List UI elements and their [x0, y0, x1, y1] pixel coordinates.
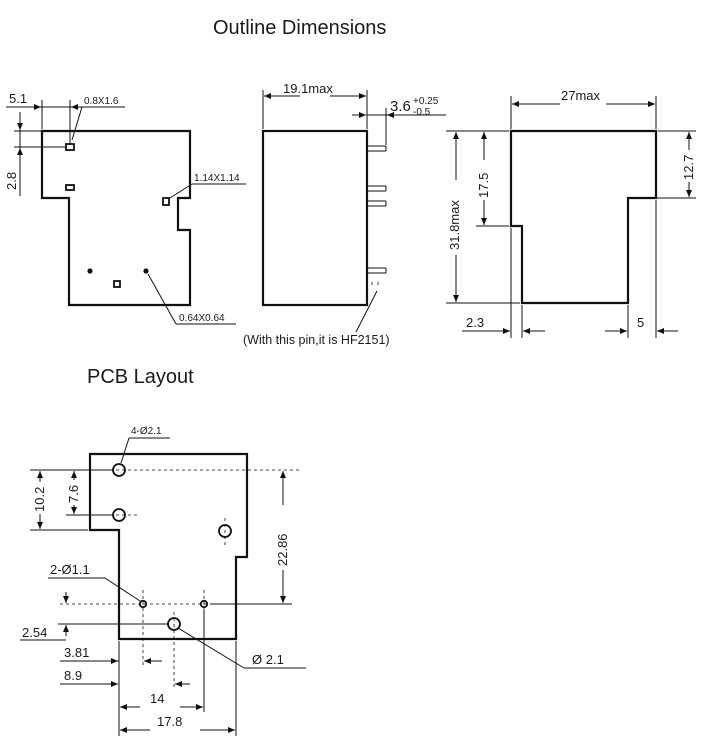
dim-label-holes-2: 2-Ø1.1	[50, 562, 90, 577]
pcb-outline	[88, 452, 249, 641]
leader-line	[177, 627, 245, 669]
dim-label-3-6-tol-plus: +0.25	[413, 96, 439, 107]
dim-label-12-7: 12.7	[681, 155, 696, 180]
dim-label-19-1max: 19.1max	[283, 81, 333, 96]
dim-label-5-1: 5.1	[9, 91, 27, 106]
leader-line	[71, 106, 83, 141]
front-pin-square	[65, 143, 75, 151]
pcb-layout-view: 4-Ø2.1 10.2 7.6 22.86 2-Ø1.1 2.54	[20, 426, 306, 736]
dim-label-3-6-tol-minus: -0.5	[413, 107, 431, 118]
dim-label-22-86: 22.86	[275, 533, 290, 566]
dim-label-3-81: 3.81	[64, 645, 89, 660]
dim-label-pin-square: 0.8X1.6	[84, 96, 119, 107]
front-view: 5.1 0.8X1.6 2.8 1.14X1.14 0.64X0.64	[4, 91, 246, 325]
pin-note: (With this pin,it is HF2151)	[243, 333, 390, 347]
front-pin-round	[143, 268, 149, 274]
leader-line	[169, 183, 193, 199]
dim-label-2-54: 2.54	[22, 625, 47, 640]
front-pin-square	[65, 184, 75, 191]
dim-label-7-6: 7.6	[66, 485, 81, 503]
dim-label-17-5: 17.5	[476, 173, 491, 198]
side-view: 19.1max 3.6 +0.25 -0.5 (With this pin,it…	[243, 81, 446, 347]
dim-label-8-9: 8.9	[64, 668, 82, 683]
dim-label-17-8: 17.8	[157, 714, 182, 729]
dim-label-31-8max: 31.8max	[447, 200, 462, 250]
dim-label-3-6: 3.6	[390, 98, 411, 115]
front-pin-square	[113, 280, 121, 288]
dim-label-5: 5	[637, 315, 644, 330]
dim-label-2-8: 2.8	[4, 172, 19, 190]
leader-line	[120, 437, 130, 464]
leader-line	[147, 273, 177, 325]
dim-label-2-3: 2.3	[466, 315, 484, 330]
rear-view-outline	[509, 129, 658, 305]
front-view-outline	[40, 129, 192, 307]
side-view-outline	[261, 129, 369, 307]
leader-line	[355, 290, 378, 333]
dim-label-side-pin: 1.14X1.14	[194, 173, 240, 184]
front-pin-round	[87, 268, 93, 274]
front-pin-square	[162, 197, 170, 206]
pcb-layout-title: PCB Layout	[87, 366, 194, 388]
rear-view: 27max 31.8max 17.5 12.7 2.3 5	[446, 88, 696, 338]
dim-label-14: 14	[150, 691, 164, 706]
dim-label-hole-single: Ø 2.1	[252, 652, 284, 667]
leader-line	[104, 577, 141, 602]
dim-label-small-pin: 0.64X0.64	[179, 313, 225, 324]
outline-dimensions-title: Outline Dimensions	[213, 17, 386, 39]
dim-label-27max: 27max	[561, 88, 601, 103]
dim-label-10-2: 10.2	[32, 487, 47, 512]
dim-label-holes-4: 4-Ø2.1	[131, 426, 162, 437]
